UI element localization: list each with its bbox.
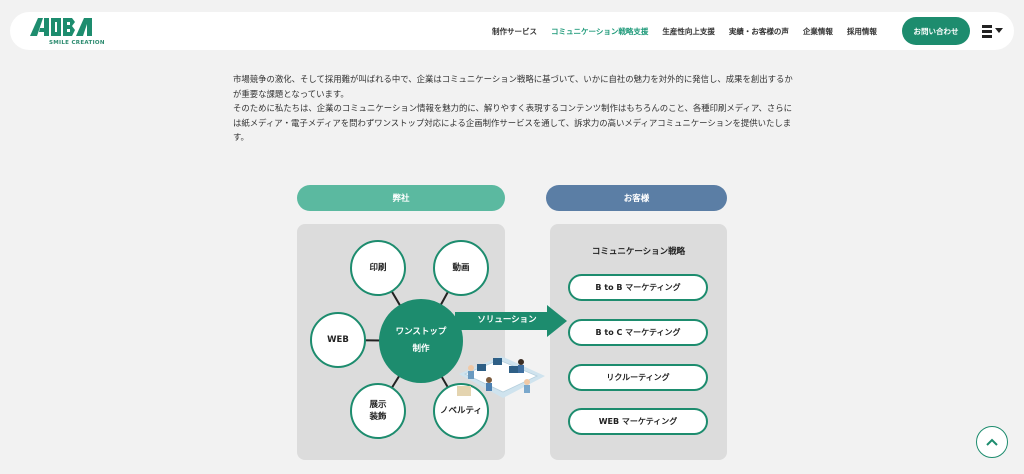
nav-item-recruit[interactable]: 採用情報 <box>846 26 877 36</box>
solution-arrow-label: ソリューション <box>477 315 537 325</box>
site-header: SMILE CREATION 制作サービス コミュニケーション戦略支援 生産性向… <box>10 12 1014 50</box>
solution-arrow-icon <box>455 305 567 337</box>
intro-paragraph-2: そのために私たちは、企業のコミュニケーション情報を魅力的に、解りやすく表現するコ… <box>233 103 792 143</box>
web-circle: WEB <box>310 312 366 368</box>
scroll-top-button[interactable] <box>976 426 1008 458</box>
main-nav: 制作サービス コミュニケーション戦略支援 生産性向上支援 実績・お客様の声 企業… <box>478 12 877 50</box>
logo-tagline: SMILE CREATION <box>49 40 105 46</box>
intro-text: 市場競争の激化、そして採用難が叫ばれる中で、企業はコミュニケーション戦略に基づい… <box>233 72 793 145</box>
nav-item-productivity[interactable]: 生産性向上支援 <box>662 26 715 36</box>
one-stop-production-hub: ワンストップ 制作 <box>379 299 463 383</box>
nav-item-company[interactable]: 企業情報 <box>802 26 833 36</box>
hamburger-icon[interactable] <box>982 21 1006 41</box>
solution-btoc-marketing: B to C マーケティング <box>568 319 708 346</box>
chevron-up-icon <box>986 438 998 446</box>
intro-paragraph-1: 市場競争の激化、そして採用難が叫ばれる中で、企業はコミュニケーション戦略に基づい… <box>233 74 793 99</box>
solution-web-marketing: WEB マーケティング <box>568 408 708 435</box>
caret-down-icon <box>995 28 1003 33</box>
our-company-header: 弊社 <box>297 185 505 211</box>
logo-mark <box>30 18 92 36</box>
solution-recruiting: リクルーティング <box>568 364 708 391</box>
solution-btob-marketing: B to B マーケティング <box>568 274 708 301</box>
exhibit-circle: 展示 装飾 <box>350 383 406 439</box>
nav-item-communication[interactable]: コミュニケーション戦略支援 <box>551 26 649 36</box>
nav-item-production[interactable]: 制作サービス <box>492 26 537 36</box>
aoba-logo[interactable]: SMILE CREATION <box>28 16 104 46</box>
customer-header: お客様 <box>546 185 727 211</box>
communication-strategy-title: コミュニケーション戦略 <box>591 247 686 257</box>
nav-item-results[interactable]: 実績・お客様の声 <box>728 26 789 36</box>
office-illustration <box>457 356 545 398</box>
video-circle: 動画 <box>433 240 489 296</box>
contact-button[interactable]: お問い合わせ <box>902 17 970 45</box>
print-circle: 印刷 <box>350 240 406 296</box>
